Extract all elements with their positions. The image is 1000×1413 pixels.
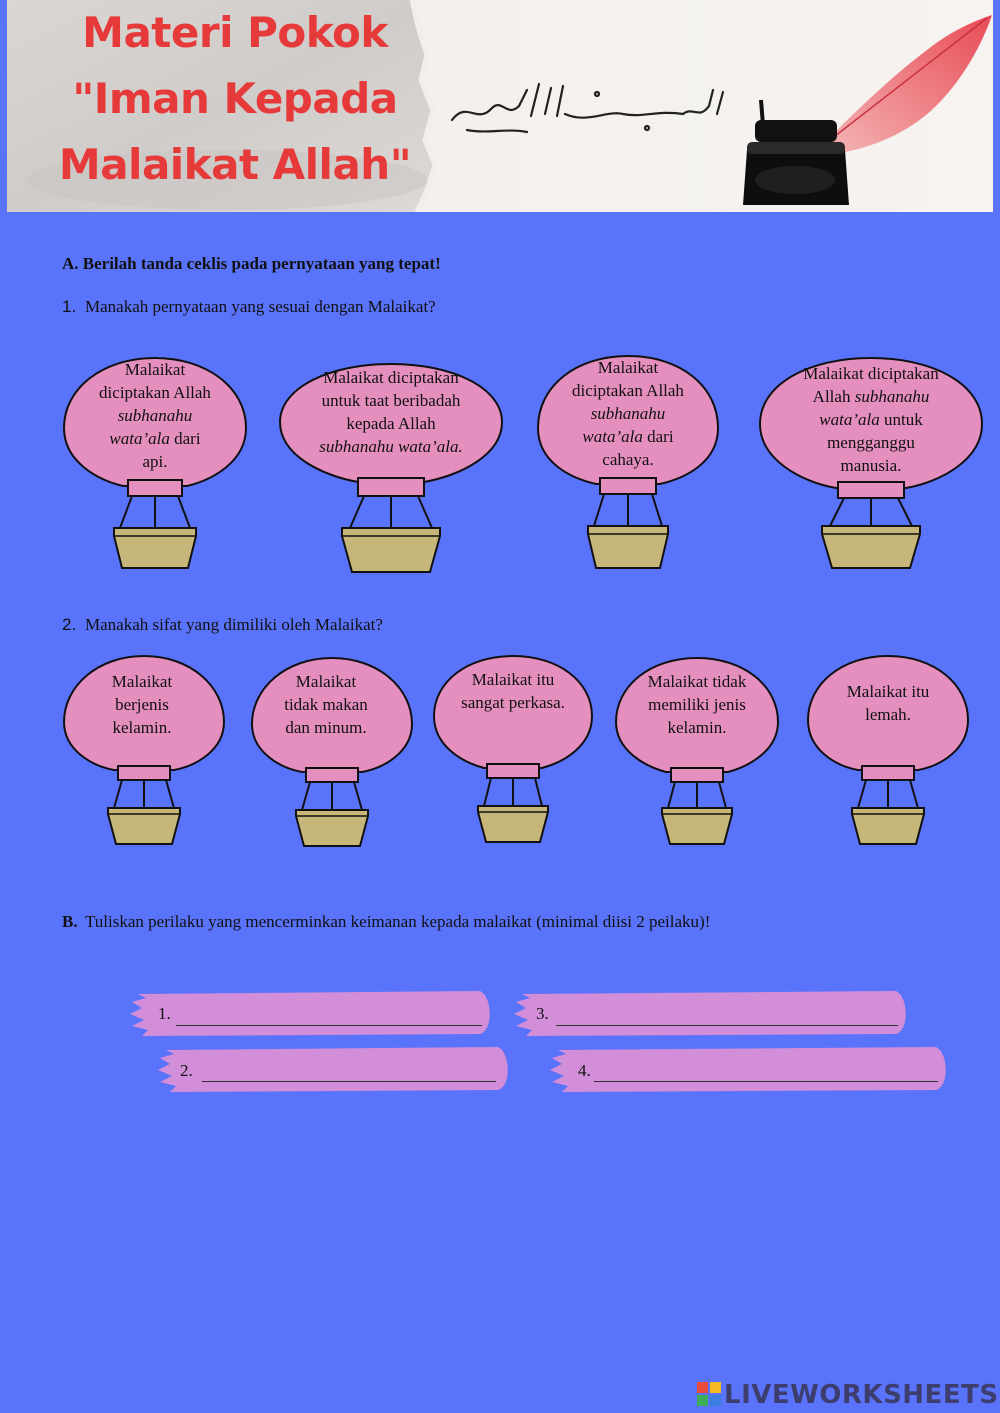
answer-strip-1: 1.	[128, 988, 494, 1038]
banner-title: Materi Pokok "Iman Kepada Malaikat Allah…	[45, 0, 425, 198]
q2-option-1[interactable]: Malaikat berjenis kelamin.	[62, 652, 226, 848]
question-1-text: Manakah pernyataan yang sesuai dengan Ma…	[85, 297, 436, 316]
balloon-icon	[614, 656, 780, 845]
q1-option-3[interactable]: Malaikat diciptakan Allah subhanahu wata…	[536, 352, 720, 574]
balloon-icon	[62, 356, 248, 569]
header-banner: Materi Pokok "Iman Kepada Malaikat Allah…	[7, 0, 993, 212]
q2-option-5[interactable]: Malaikat itu lemah.	[806, 652, 970, 848]
section-b-label: B.	[62, 912, 78, 931]
answer-strip-4: 4.	[548, 1044, 950, 1094]
answer-input-2[interactable]	[202, 1081, 496, 1082]
q2-option-2[interactable]: Malaikat tidak makan dan minum.	[250, 654, 414, 850]
answer-number-3: 3.	[536, 1004, 549, 1023]
brush-stroke-decoration	[158, 1047, 508, 1092]
answer-number-4: 4.	[578, 1061, 591, 1080]
balloon-icon	[758, 356, 984, 569]
question-1-number: 1.	[62, 297, 77, 316]
q1-option-1[interactable]: Malaikat diciptakan Allah subhanahu wata…	[62, 354, 248, 574]
liveworksheets-logo: LIVEWORKSHEETS	[724, 1380, 999, 1410]
answer-input-1[interactable]	[176, 1025, 482, 1026]
q1-option-2[interactable]: Malaikat diciptakan untuk taat beribadah…	[278, 360, 504, 580]
question-2-number: 2.	[62, 615, 77, 634]
section-b-text: Tuliskan perilaku yang mencerminkan keim…	[85, 912, 711, 931]
question-2-text: Manakah sifat yang dimiliki oleh Malaika…	[85, 615, 383, 634]
balloon-icon	[278, 362, 504, 573]
banner-title-line-3: Malaikat Allah"	[58, 140, 412, 189]
q2-option-4[interactable]: Malaikat tidak memiliki jenis kelamin.	[614, 654, 780, 848]
bismillah-calligraphy-icon	[450, 82, 725, 134]
inkwell-feather-icon	[743, 15, 992, 205]
answer-input-4[interactable]	[594, 1081, 938, 1082]
balloon-icon	[62, 654, 226, 845]
banner-title-line-1: Materi Pokok	[82, 8, 388, 57]
liveworksheets-logo-icon	[697, 1382, 721, 1406]
balloon-icon	[536, 354, 720, 569]
answer-strip-3: 3.	[512, 988, 910, 1038]
q1-option-4[interactable]: Malaikat diciptakan Allah subhanahu wata…	[758, 354, 984, 576]
banner-title-line-2: "Iman Kepada	[72, 74, 398, 123]
torn-paper-decoration	[7, 0, 438, 212]
balloon-icon	[806, 654, 970, 845]
brush-stroke-decoration	[130, 991, 490, 1036]
section-a-heading: A. Berilah tanda ceklis pada pernyataan …	[62, 254, 441, 273]
balloon-icon	[432, 654, 594, 843]
brush-stroke-decoration	[514, 991, 906, 1036]
answer-number-1: 1.	[158, 1004, 171, 1023]
q2-option-3[interactable]: Malaikat itu sangat perkasa.	[432, 652, 594, 846]
brush-stroke-decoration	[550, 1047, 946, 1092]
answer-strip-2: 2.	[156, 1044, 512, 1094]
answer-number-2: 2.	[180, 1061, 193, 1080]
answer-input-3[interactable]	[556, 1025, 898, 1026]
balloon-icon	[250, 656, 414, 847]
